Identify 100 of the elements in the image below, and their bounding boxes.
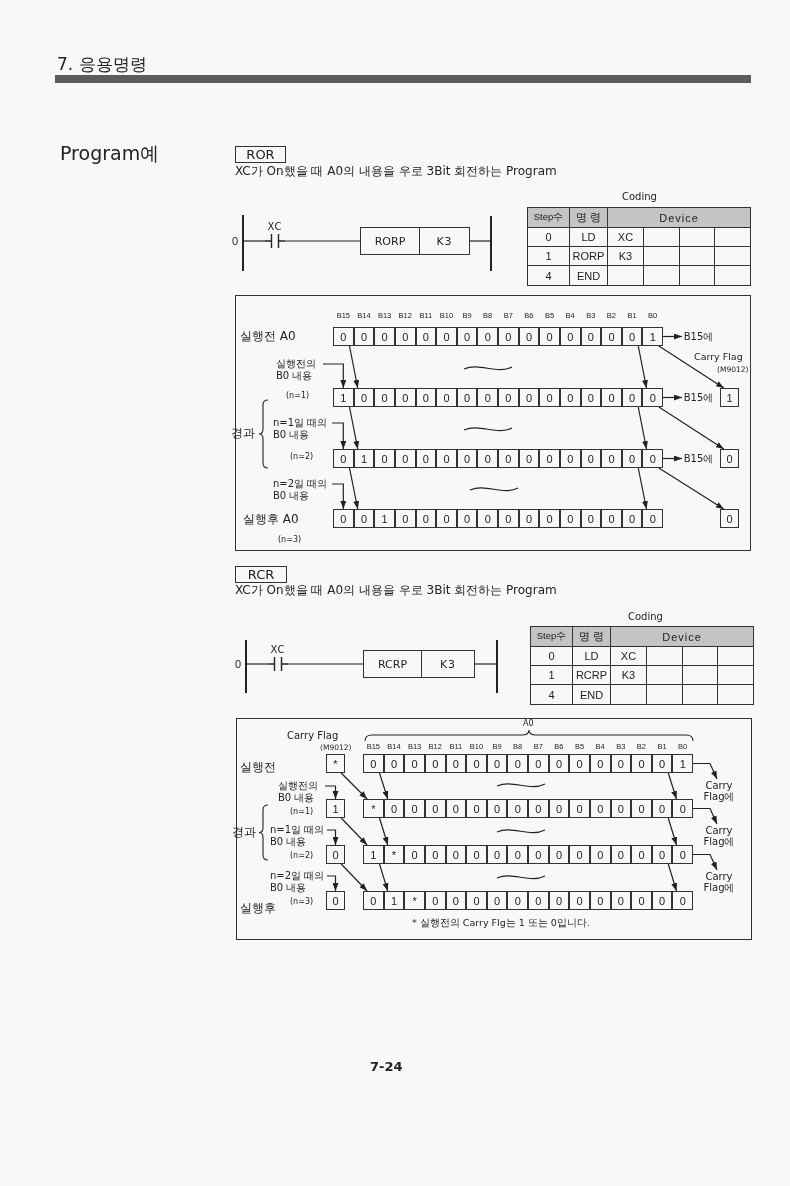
operand-box: K3 bbox=[421, 650, 475, 678]
bit-cell: 0 bbox=[589, 754, 611, 773]
table-cell: XC bbox=[607, 227, 644, 247]
iteration-note: (n=2) bbox=[290, 453, 314, 462]
bit-cell: 0 bbox=[424, 891, 446, 910]
table-cell: 4 bbox=[527, 265, 570, 286]
iteration-note: (n=1) bbox=[290, 808, 314, 817]
bit-cell: 0 bbox=[651, 799, 673, 818]
bit-cell: 0 bbox=[404, 754, 425, 773]
arrow bbox=[340, 817, 368, 846]
bit-cell: 0 bbox=[466, 799, 487, 818]
carry-flag-cell: 0 bbox=[326, 845, 345, 864]
bit-cell: 0 bbox=[642, 388, 663, 407]
bit-cell: 0 bbox=[486, 754, 508, 773]
bit-cell: 1 bbox=[383, 891, 405, 910]
header-cell: Device bbox=[607, 207, 751, 228]
page-title: 7. 응용명령 bbox=[57, 55, 147, 74]
bit-cell: 0 bbox=[383, 754, 405, 773]
arrow bbox=[692, 762, 718, 780]
bit-cell: 0 bbox=[415, 327, 437, 346]
bit-cell: 0 bbox=[548, 845, 570, 864]
table-cell: K3 bbox=[607, 246, 644, 266]
bit-cell: 0 bbox=[610, 754, 632, 773]
leader-arrow bbox=[331, 422, 347, 450]
table-cell: K3 bbox=[610, 665, 647, 685]
bit-cell: 0 bbox=[621, 388, 643, 407]
bit-cell: 0 bbox=[518, 449, 540, 468]
bit-cell: 1 bbox=[363, 845, 384, 864]
bit-cell: 0 bbox=[456, 449, 478, 468]
instruction-box: RORP bbox=[360, 227, 420, 255]
arrow bbox=[692, 807, 718, 825]
bit-cell: 0 bbox=[363, 891, 384, 910]
arrow bbox=[637, 406, 648, 450]
bit-cell: 0 bbox=[486, 891, 508, 910]
bit-cell: 0 bbox=[415, 449, 437, 468]
header-cell: Device bbox=[610, 626, 754, 647]
bit-cell: 0 bbox=[589, 799, 611, 818]
bit-cell: 0 bbox=[642, 449, 663, 468]
bit-cell: 0 bbox=[589, 891, 611, 910]
section-heading: Program예 bbox=[60, 143, 160, 164]
iteration-note: (n=1) bbox=[286, 392, 310, 401]
bit-cell: 0 bbox=[621, 327, 643, 346]
bit-cell: 0 bbox=[353, 509, 375, 528]
bit-cell: 0 bbox=[424, 845, 446, 864]
header-cell: Step수 bbox=[527, 207, 570, 228]
bit-cell: 0 bbox=[498, 449, 519, 468]
bit-cell: 1 bbox=[672, 754, 693, 773]
arrow bbox=[662, 455, 683, 462]
table-cell: LD bbox=[572, 646, 611, 666]
bit-cell: 0 bbox=[424, 799, 446, 818]
table-cell: XC bbox=[610, 646, 647, 666]
bit-cell: 0 bbox=[404, 799, 425, 818]
bit-cell: 0 bbox=[621, 509, 643, 528]
bit-cell: 0 bbox=[498, 388, 519, 407]
bit-cell: 1 bbox=[353, 449, 375, 468]
instruction-box: RCRP bbox=[363, 650, 422, 678]
bit-cell: 0 bbox=[651, 845, 673, 864]
arrow bbox=[348, 406, 360, 450]
arrow bbox=[692, 853, 718, 871]
bit-cell: 0 bbox=[601, 327, 622, 346]
leader-arrow bbox=[326, 875, 339, 892]
bit-cell: 0 bbox=[528, 891, 549, 910]
carry-flag-cell: 1 bbox=[326, 799, 345, 818]
bit-cell: 0 bbox=[651, 754, 673, 773]
arrow bbox=[662, 333, 683, 340]
callout-text: n=1일 때의 B0 내용 bbox=[270, 824, 327, 849]
table-caption: Coding bbox=[622, 191, 657, 202]
table-cell: 1 bbox=[530, 665, 573, 685]
bit-cell: 0 bbox=[580, 449, 602, 468]
bit-cell: 0 bbox=[518, 509, 540, 528]
bit-cell: 0 bbox=[456, 327, 478, 346]
table-cell: RCRP bbox=[572, 665, 611, 685]
bit-cell: 0 bbox=[394, 449, 416, 468]
bit-cell: 0 bbox=[477, 388, 498, 407]
bit-cell: 0 bbox=[580, 327, 602, 346]
bit-cell: 0 bbox=[394, 509, 416, 528]
bit-cell: 0 bbox=[528, 754, 549, 773]
bit-cell: 0 bbox=[569, 799, 590, 818]
bit-cell: 0 bbox=[580, 509, 602, 528]
bit-cell: 0 bbox=[559, 388, 581, 407]
connector-line bbox=[246, 663, 269, 665]
bit-cell: 0 bbox=[651, 891, 673, 910]
instruction-tag: RCR bbox=[235, 566, 287, 583]
bit-cell: 0 bbox=[507, 845, 528, 864]
arrow bbox=[340, 772, 368, 800]
destination-note: B15에 bbox=[682, 329, 715, 344]
description-text: XC가 On했을 때 A0의 내용을 우로 3Bit 회전하는 Program bbox=[235, 165, 557, 179]
bit-cell: 0 bbox=[445, 891, 467, 910]
bit-cell: 0 bbox=[477, 327, 498, 346]
bit-cell: * bbox=[404, 891, 425, 910]
destination-note: B15에 bbox=[682, 390, 715, 405]
bit-cell: 0 bbox=[394, 388, 416, 407]
bit-cell: * bbox=[383, 845, 405, 864]
arrow bbox=[658, 345, 725, 389]
table-cell: LD bbox=[569, 227, 608, 247]
bit-cell: 0 bbox=[601, 388, 622, 407]
bit-cell: 0 bbox=[415, 509, 437, 528]
bit-cell: 0 bbox=[518, 388, 540, 407]
carry-flag-cell: 0 bbox=[720, 509, 739, 528]
bit-cell: 0 bbox=[486, 845, 508, 864]
